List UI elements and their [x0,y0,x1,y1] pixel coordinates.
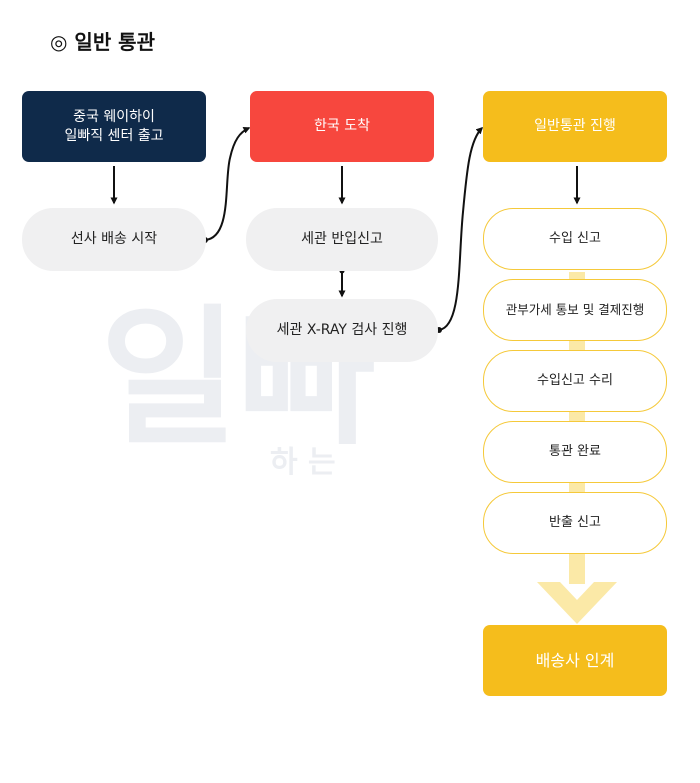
node-customs-inbound: 세관 반입신고 [246,208,438,271]
node-tariff-notice: 관부가세 통보 및 결제진행 [483,279,667,341]
node-china-warehouse-release: 중국 웨이하이 일빠직 센터 출고 [22,91,206,162]
node-export-declaration: 반출 신고 [483,492,667,554]
node-shipping-start: 선사 배송 시작 [22,208,206,271]
watermark-sub-text: 하 는 [270,445,336,480]
arrow-xray-to-clearance [438,126,484,331]
node-clearance-complete: 통관 완료 [483,421,667,483]
arrow-shipping-to-arrival [204,127,251,241]
node-korea-arrival: 한국 도착 [250,91,434,162]
node-import-declaration: 수입 신고 [483,208,667,270]
node-general-clearance: 일반통관 진행 [483,91,667,162]
page-title: ◎ 일반 통관 [50,30,155,54]
node-import-accepted: 수입신고 수리 [483,350,667,412]
node-customs-xray: 세관 X-RAY 검사 진행 [246,299,438,362]
node-delivery-handover: 배송사 인계 [483,625,667,696]
